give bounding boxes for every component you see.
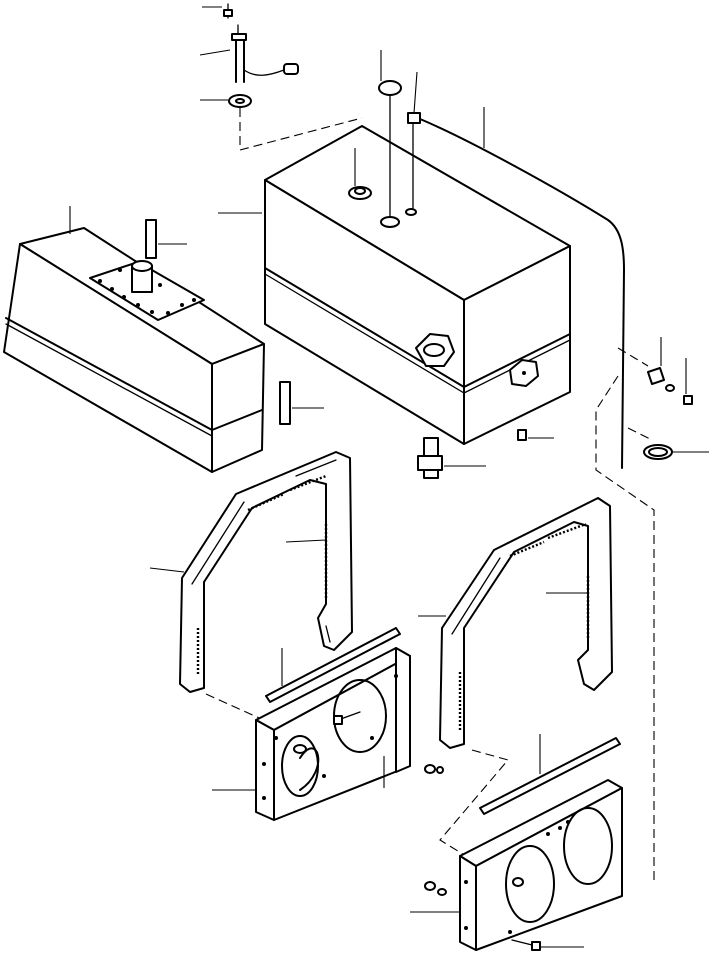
tank-icon [218,125,571,445]
strap-icon [418,497,613,749]
sender-icon [199,24,299,83]
pad-icon [145,219,324,425]
valve-icon [417,437,486,479]
gasket-icon [200,94,252,108]
bracket-icon [212,647,411,821]
plug-icon [517,429,554,441]
fitting-icon [407,71,421,209]
clip-icon [647,337,665,385]
strap-icon [149,451,353,693]
bolt-icon [511,358,693,951]
tube-icon [419,107,625,469]
clamp-icon [643,444,709,460]
cap-icon [378,50,402,217]
cover-icon [3,206,265,473]
screw-icon [202,3,233,19]
strip-icon [265,627,621,815]
bracket-icon [410,779,623,951]
nut-icon [424,384,675,896]
